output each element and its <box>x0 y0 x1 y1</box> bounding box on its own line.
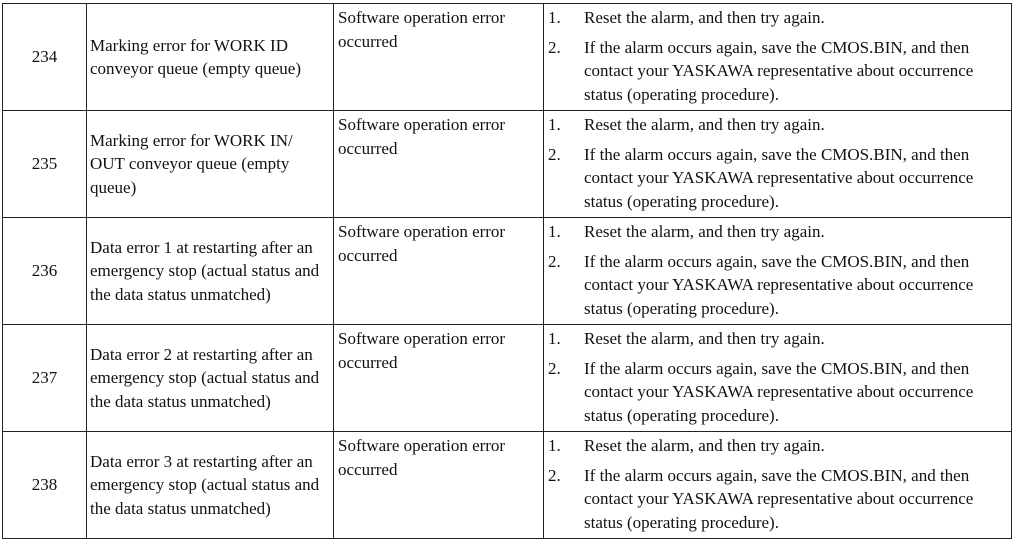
alarm-cause-text: Software operation error occurred <box>338 436 506 479</box>
remedy-step-text: Reset the alarm, and then try again. <box>584 329 825 348</box>
alarm-code: 238 <box>2 431 87 539</box>
alarm-cause: Software operation error occurred <box>333 110 544 218</box>
alarm-name: Data error 2 at restarting after an emer… <box>86 324 334 432</box>
alarm-table: 234 Marking error for WORK ID conveyor q… <box>2 3 1012 539</box>
remedy-step: 1. Reset the alarm, and then try again. <box>548 6 1005 30</box>
alarm-name: Data error 3 at restarting after an emer… <box>86 431 334 539</box>
alarm-name: Marking error for WORK ID conveyor queue… <box>86 3 334 111</box>
alarm-name-text: Marking error for WORK IN/ OUT conveyor … <box>90 130 293 197</box>
alarm-cause-text: Software operation error occurred <box>338 329 506 372</box>
alarm-row: 237 Data error 2 at restarting after an … <box>2 324 1012 432</box>
alarm-name-text: Data error 1 at restarting after an emer… <box>90 237 320 304</box>
alarm-cause: Software operation error occurred <box>333 217 544 325</box>
remedy-step-text: If the alarm occurs again, save the CMOS… <box>584 358 974 425</box>
alarm-remedy: 1. Reset the alarm, and then try again. … <box>543 110 1012 218</box>
remedy-step: 2. If the alarm occurs again, save the C… <box>548 36 1005 107</box>
alarm-row: 238 Data error 3 at restarting after an … <box>2 431 1012 539</box>
remedy-step-number: 1. <box>548 115 561 134</box>
remedy-step-number: 1. <box>548 8 561 27</box>
alarm-code: 237 <box>2 324 87 432</box>
alarm-row: 234 Marking error for WORK ID conveyor q… <box>2 3 1012 111</box>
remedy-step: 1. Reset the alarm, and then try again. <box>548 113 1005 137</box>
alarm-cause: Software operation error occurred <box>333 431 544 539</box>
alarm-remedy: 1. Reset the alarm, and then try again. … <box>543 431 1012 539</box>
alarm-cause-text: Software operation error occurred <box>338 222 506 265</box>
alarm-code: 235 <box>2 110 87 218</box>
alarm-code: 236 <box>2 217 87 325</box>
remedy-step-number: 2. <box>548 358 561 378</box>
alarm-row: 236 Data error 1 at restarting after an … <box>2 217 1012 325</box>
alarm-remedy: 1. Reset the alarm, and then try again. … <box>543 217 1012 325</box>
remedy-step-number: 2. <box>548 251 561 271</box>
remedy-step-text: If the alarm occurs again, save the CMOS… <box>584 465 974 532</box>
remedy-step-number: 1. <box>548 329 561 348</box>
remedy-step: 1. Reset the alarm, and then try again. <box>548 327 1005 351</box>
remedy-step-text: If the alarm occurs again, save the CMOS… <box>584 251 974 318</box>
alarm-code: 234 <box>2 3 87 111</box>
alarm-name-text: Data error 2 at restarting after an emer… <box>90 344 320 411</box>
remedy-step: 1. Reset the alarm, and then try again. <box>548 220 1005 244</box>
remedy-step-number: 2. <box>548 465 561 485</box>
alarm-row: 235 Marking error for WORK IN/ OUT conve… <box>2 110 1012 218</box>
remedy-step: 2. If the alarm occurs again, save the C… <box>548 250 1005 321</box>
remedy-step-number: 1. <box>548 436 561 455</box>
alarm-cause-text: Software operation error occurred <box>338 8 506 51</box>
remedy-step: 1. Reset the alarm, and then try again. <box>548 434 1005 458</box>
remedy-step-text: If the alarm occurs again, save the CMOS… <box>584 37 974 104</box>
remedy-step: 2. If the alarm occurs again, save the C… <box>548 143 1005 214</box>
alarm-remedy: 1. Reset the alarm, and then try again. … <box>543 3 1012 111</box>
alarm-name-text: Data error 3 at restarting after an emer… <box>90 451 320 518</box>
alarm-name-text: Marking error for WORK ID conveyor queue… <box>90 35 301 79</box>
alarm-cause: Software operation error occurred <box>333 324 544 432</box>
remedy-step-number: 2. <box>548 37 561 57</box>
alarm-cause: Software operation error occurred <box>333 3 544 111</box>
remedy-step-text: Reset the alarm, and then try again. <box>584 222 825 241</box>
remedy-step-number: 1. <box>548 222 561 241</box>
remedy-step: 2. If the alarm occurs again, save the C… <box>548 464 1005 535</box>
remedy-step-text: Reset the alarm, and then try again. <box>584 115 825 134</box>
remedy-step-number: 2. <box>548 144 561 164</box>
alarm-name: Data error 1 at restarting after an emer… <box>86 217 334 325</box>
remedy-step-text: Reset the alarm, and then try again. <box>584 436 825 455</box>
remedy-step: 2. If the alarm occurs again, save the C… <box>548 357 1005 428</box>
alarm-remedy: 1. Reset the alarm, and then try again. … <box>543 324 1012 432</box>
remedy-step-text: If the alarm occurs again, save the CMOS… <box>584 144 974 211</box>
remedy-step-text: Reset the alarm, and then try again. <box>584 8 825 27</box>
alarm-cause-text: Software operation error occurred <box>338 115 506 158</box>
alarm-name: Marking error for WORK IN/ OUT conveyor … <box>86 110 334 218</box>
